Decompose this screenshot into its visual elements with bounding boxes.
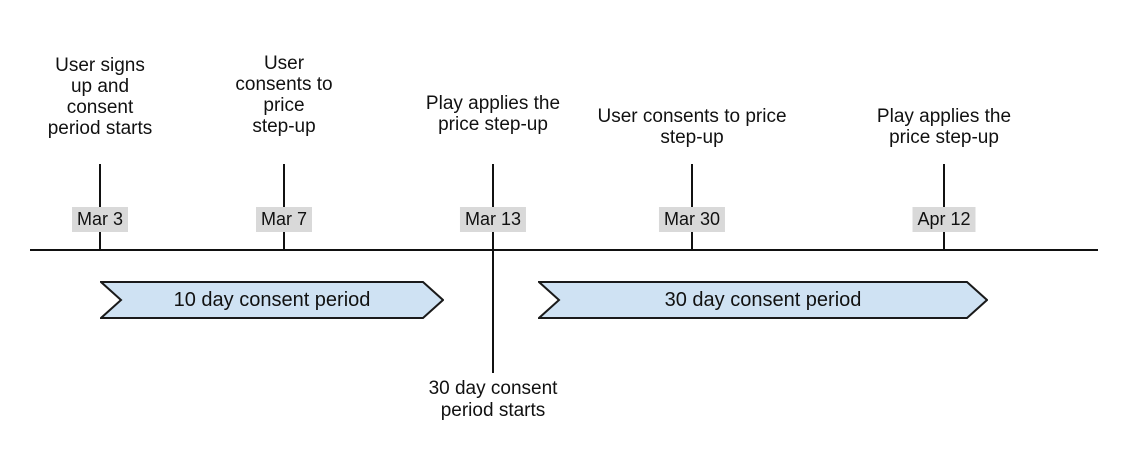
event-label: User consents to price step-up bbox=[235, 53, 333, 137]
arrow-ribbon-shape bbox=[100, 281, 444, 319]
event-date-badge: Mar 7 bbox=[255, 207, 313, 232]
event-date-badge: Apr 12 bbox=[912, 207, 976, 232]
event-label: Play applies the price step-up bbox=[425, 93, 561, 135]
event-date-badge: Mar 3 bbox=[71, 207, 129, 232]
event-date-badge: Mar 13 bbox=[459, 207, 527, 232]
event-tick bbox=[492, 164, 494, 373]
timeline-axis bbox=[30, 249, 1098, 251]
event-label: User signs up and consent period starts bbox=[47, 55, 153, 139]
consent-period-arrow-30day: 30 day consent period bbox=[538, 281, 988, 319]
consent-period-arrow-10day: 10 day consent period bbox=[100, 281, 444, 319]
consent-period-label: 30 day consent period bbox=[664, 288, 862, 311]
event-label: User consents to price step-up bbox=[597, 106, 787, 148]
consent-period-label: 10 day consent period bbox=[173, 288, 371, 311]
arrow-ribbon-shape bbox=[538, 281, 988, 319]
event-label: Play applies the price step-up bbox=[876, 106, 1012, 148]
event-date-badge: Mar 30 bbox=[658, 207, 726, 232]
note-below-axis: 30 day consent period starts bbox=[428, 378, 558, 421]
